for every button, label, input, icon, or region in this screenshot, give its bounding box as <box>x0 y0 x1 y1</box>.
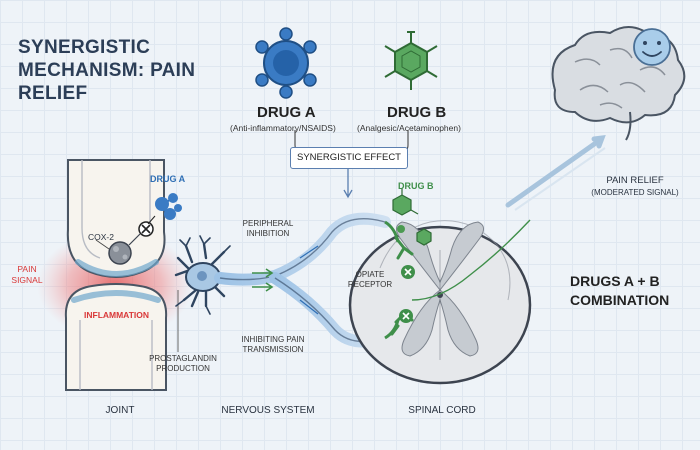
moderated-signal-label: (MODERATED SIGNAL) <box>591 188 679 197</box>
opiate-receptor <box>394 236 414 260</box>
prostaglandin-label: PROSTAGLANDIN PRODUCTION <box>149 354 217 373</box>
inflammation-label: INFLAMMATION <box>84 310 149 320</box>
pain-signal-label: PAIN SIGNAL <box>11 264 43 285</box>
drug-b-title: DRUG B <box>387 104 447 121</box>
combination-label: DRUGS A + B COMBINATION <box>570 273 670 308</box>
joint-caption: JOINT <box>105 405 135 416</box>
drug-b-tag: DRUG B <box>398 181 434 191</box>
opiate-receptor-label: OPIATE RECEPTOR <box>347 270 393 289</box>
drug-a-tag: DRUG A <box>150 174 186 184</box>
drug-a-description: (Anti-inflammatory/NSAIDS) <box>230 123 336 133</box>
cox2-enzyme <box>108 241 132 265</box>
pain-relief-label: PAIN RELIEF <box>606 175 664 186</box>
drug-b-description: (Analgesic/Acetaminophen) <box>357 123 461 133</box>
brain-illustration <box>505 26 686 211</box>
drug-a-molecule <box>255 27 317 99</box>
cox2-label: COX-2 <box>88 232 114 242</box>
smiley-icon <box>633 28 671 66</box>
joint-illustration <box>37 159 193 391</box>
spinal-cord-illustration <box>348 188 532 385</box>
nervous-system-caption: NERVOUS SYSTEM <box>221 405 315 416</box>
drug-b-molecule-small <box>392 188 432 246</box>
page-title: SYNERGISTIC MECHANISM: PAIN RELIEF <box>18 37 196 104</box>
inhibiting-pain-label: INHIBITING PAIN TRANSMISSION <box>241 335 305 354</box>
synergistic-effect-box: SYNERGISTIC EFFECT <box>290 147 408 169</box>
peripheral-inhibition-label: PERIPHERAL INHIBITION <box>242 219 294 238</box>
drug-b-molecule <box>384 31 438 90</box>
neuron-illustration <box>174 212 391 348</box>
drug-a-title: DRUG A <box>257 104 316 121</box>
lower-bone <box>64 283 168 391</box>
drug-a-molecule-small <box>155 193 182 220</box>
spinal-cord-caption: SPINAL CORD <box>408 405 476 416</box>
